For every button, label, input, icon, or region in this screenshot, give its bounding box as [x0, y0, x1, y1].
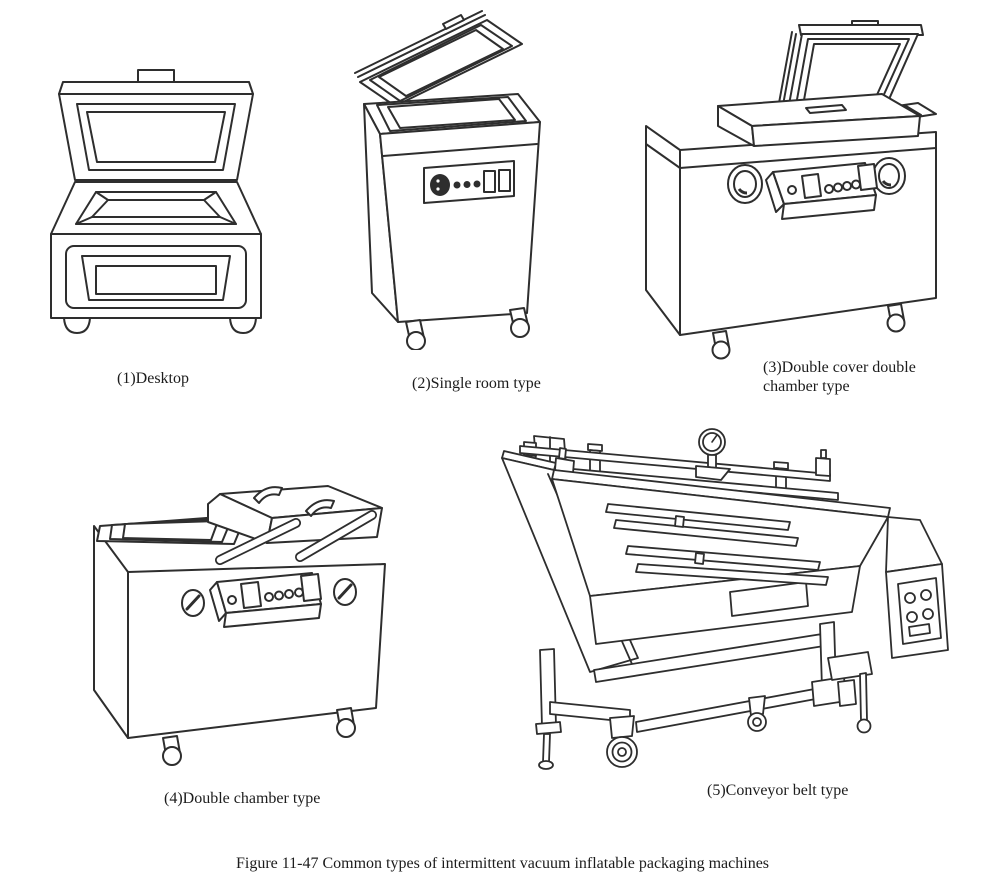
panel-light [227, 595, 237, 605]
machine-caption-double-chamber: (4)Double chamber type [164, 790, 321, 807]
machine-illustration-desktop [30, 60, 310, 350]
panel-button [920, 589, 932, 601]
dome-cover [207, 485, 383, 544]
panel-knob [824, 184, 834, 194]
machine-caption-conveyor-belt: (5)Conveyor belt type [707, 782, 849, 799]
panel-button [906, 611, 918, 623]
panel-button [922, 608, 934, 620]
lid-handle [442, 14, 465, 30]
open-lid [58, 69, 254, 181]
cover-handle [805, 104, 847, 114]
machine-illustration-single-room [340, 0, 585, 350]
open-lid [776, 20, 924, 117]
panel-button [904, 592, 916, 604]
single-room-machine-drawing [354, 10, 541, 350]
pressure-gauge [695, 428, 731, 481]
chamber-opening [363, 93, 541, 135]
panel-knob [274, 590, 284, 601]
control-panel [209, 572, 322, 628]
lid-handle [137, 69, 175, 83]
feet [63, 317, 257, 334]
seal-bars [605, 503, 829, 586]
machine-illustration-double-cover-double-chamber [630, 20, 1005, 360]
right-knob [333, 578, 357, 606]
panel-button [300, 573, 322, 602]
chamber-opening [50, 181, 262, 235]
double-chamber-machine-drawing [93, 485, 386, 766]
gantry-frame [519, 428, 839, 509]
indicator-dot [463, 181, 471, 188]
figure-caption: Figure 11-47 Common types of intermitten… [235, 855, 770, 872]
machine-caption-double-cover-double-chamber: (3)Double cover double chamber type [763, 359, 916, 395]
machine-body [93, 525, 386, 739]
panel-button [801, 173, 822, 199]
casters [711, 303, 906, 360]
right-clamp-assembly [827, 651, 873, 734]
control-panel [885, 516, 949, 659]
panel-light [787, 185, 797, 195]
panel-knob [851, 179, 861, 190]
panel-knob [264, 592, 274, 602]
indicator-dot [453, 181, 461, 189]
cover-handle [253, 486, 283, 504]
casters-and-feet [538, 695, 767, 770]
control-panel [423, 160, 515, 204]
panel-knob [833, 182, 843, 193]
machine-body [50, 233, 262, 319]
left-gauge [727, 164, 763, 204]
left-knob [181, 589, 205, 617]
machine-caption-desktop: (1)Desktop [117, 370, 189, 387]
panel-button [498, 169, 511, 192]
swing-rods [215, 510, 377, 565]
panel-knob [842, 181, 852, 191]
casters [405, 307, 530, 350]
machine-caption-single-room: (2)Single room type [412, 375, 541, 392]
desktop-machine-drawing [50, 69, 262, 334]
right-gauge [872, 157, 906, 195]
double-cover-double-chamber-drawing [645, 20, 937, 360]
panel-button [857, 163, 878, 191]
control-panel [765, 162, 878, 220]
panel-button [240, 581, 262, 609]
machine-body [645, 125, 937, 336]
cover-handle [305, 499, 335, 517]
panel-switch [908, 623, 931, 637]
open-lid [354, 10, 523, 107]
machine-illustration-conveyor-belt [490, 420, 965, 800]
casters [162, 707, 356, 766]
machine-body [363, 103, 541, 323]
machine-illustration-double-chamber [60, 460, 420, 780]
closed-cover [717, 93, 921, 147]
indicator-dot [473, 180, 481, 188]
conveyor-belt-machine-drawing [501, 428, 949, 770]
panel-button [483, 170, 496, 193]
name-plate [729, 581, 809, 617]
panel-knob [284, 589, 294, 599]
main-knob [430, 174, 450, 196]
